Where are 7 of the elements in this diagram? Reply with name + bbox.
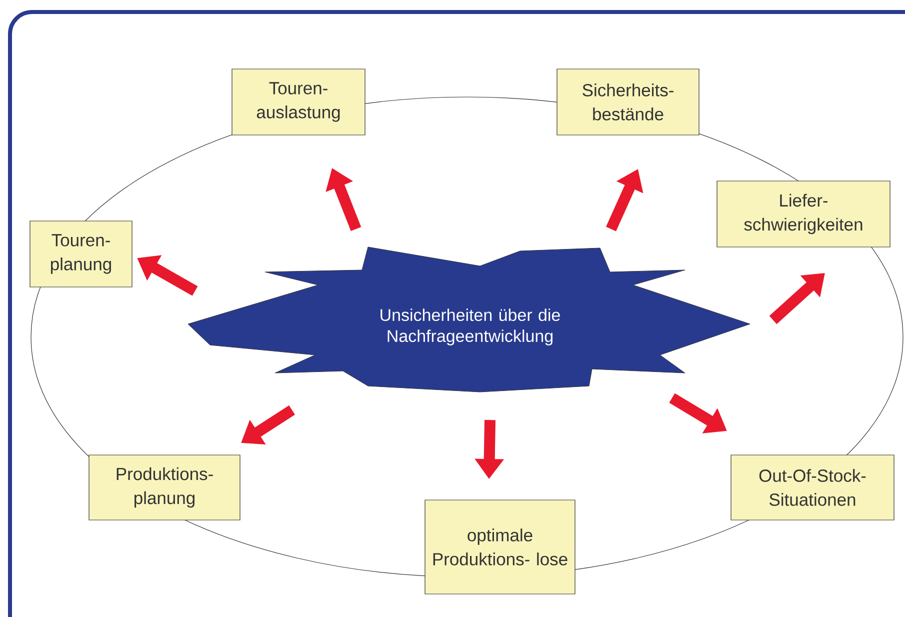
label-box: Liefer- schwierigkeiten (716, 180, 890, 248)
label-box: Sicherheits- bestände (556, 68, 700, 136)
label-box: Touren- auslastung (232, 68, 366, 136)
label-box: Touren- planung (30, 220, 132, 288)
label-box: optimale Produktions- lose (424, 500, 576, 594)
label-box: Produktions- planung (88, 454, 240, 520)
label-box: Out-Of-Stock- Situationen (730, 454, 894, 520)
